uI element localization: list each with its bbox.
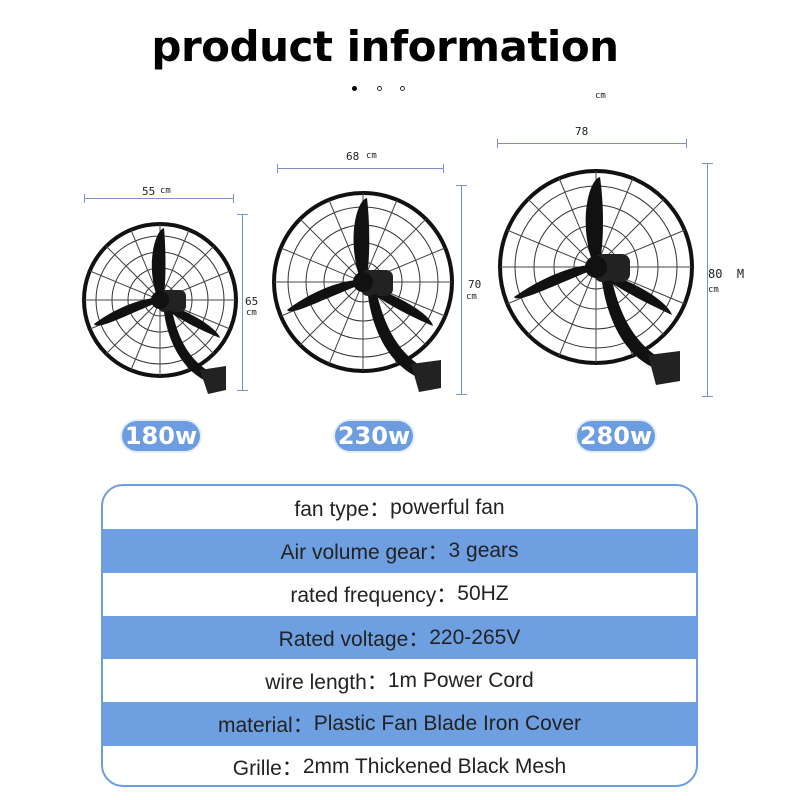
width-value: 78 [575, 125, 589, 138]
spec-label: Rated voltage： [278, 627, 430, 651]
power-badge: 280w [577, 421, 655, 451]
power-badge: 230w [335, 421, 413, 451]
width-unit: cm [366, 151, 377, 161]
unit-label: cm [595, 91, 606, 101]
height-value: 65 [245, 295, 259, 308]
height-value: 80 M [708, 267, 745, 281]
dimension-tick [456, 394, 467, 395]
spec-label: rated frequency： [290, 584, 458, 608]
spec-label: Air volume gear： [280, 540, 449, 564]
height-unit: cm [708, 285, 719, 295]
spec-value: 3 gears [448, 538, 519, 562]
height-dimension-line [242, 214, 243, 391]
spec-value: Plastic Fan Blade Iron Cover [313, 712, 581, 736]
spec-value: 50HZ [457, 582, 509, 606]
spec-value: 1m Power Cord [387, 668, 534, 692]
dimension-tick [702, 163, 713, 164]
carousel-dot-1[interactable] [352, 86, 357, 91]
spec-row-wire-length: wire length：1m Power Cord [103, 659, 696, 702]
dimension-tick [237, 390, 248, 391]
dimension-tick [456, 185, 467, 186]
dimension-tick [497, 139, 498, 148]
spec-row-voltage: Rated voltage：220-265V [103, 615, 696, 660]
dimension-tick [686, 139, 687, 148]
spec-row-fan-type: fan type：powerful fan [103, 486, 696, 529]
dimension-tick [443, 164, 444, 173]
spec-table: fan type：powerful fan Air volume gear：3 … [101, 484, 698, 787]
width-dimension-line [497, 143, 687, 144]
height-unit: cm [246, 308, 257, 318]
spec-label: Grille： [232, 757, 303, 781]
width-value: 55 [142, 185, 156, 198]
page-title: product information [151, 22, 619, 71]
spec-row-grille: Grille：2mm Thickened Black Mesh [103, 746, 696, 785]
dimension-tick [84, 194, 85, 203]
wall-fan-illustration [272, 191, 454, 392]
width-value: 68 [346, 150, 360, 163]
spec-value: powerful fan [390, 495, 505, 519]
dimension-tick [233, 194, 234, 203]
spec-row-frequency: rated frequency：50HZ [103, 573, 696, 616]
spec-label: wire length： [265, 670, 388, 694]
wall-fan-illustration [498, 169, 694, 385]
carousel-dot-2[interactable] [377, 86, 382, 91]
spec-row-air-volume: Air volume gear：3 gears [103, 529, 696, 573]
power-badge: 180w [122, 421, 200, 451]
dimension-tick [277, 164, 278, 173]
width-dimension-line [84, 198, 234, 199]
height-value: 70 [468, 278, 482, 291]
spec-row-material: material：Plastic Fan Blade Iron Cover [103, 702, 696, 746]
height-dimension-line [707, 163, 708, 397]
width-unit: cm [160, 186, 171, 196]
height-unit: cm [466, 292, 477, 302]
carousel-dot-3[interactable] [400, 86, 405, 91]
spec-label: material： [218, 714, 314, 738]
dimension-tick [237, 214, 248, 215]
spec-label: fan type： [294, 497, 391, 521]
width-dimension-line [277, 168, 444, 169]
dimension-tick [702, 396, 713, 397]
height-dimension-line [461, 185, 462, 395]
wall-fan-illustration [82, 222, 238, 394]
spec-value: 220-265V [429, 625, 521, 649]
spec-value: 2mm Thickened Black Mesh [302, 755, 567, 779]
